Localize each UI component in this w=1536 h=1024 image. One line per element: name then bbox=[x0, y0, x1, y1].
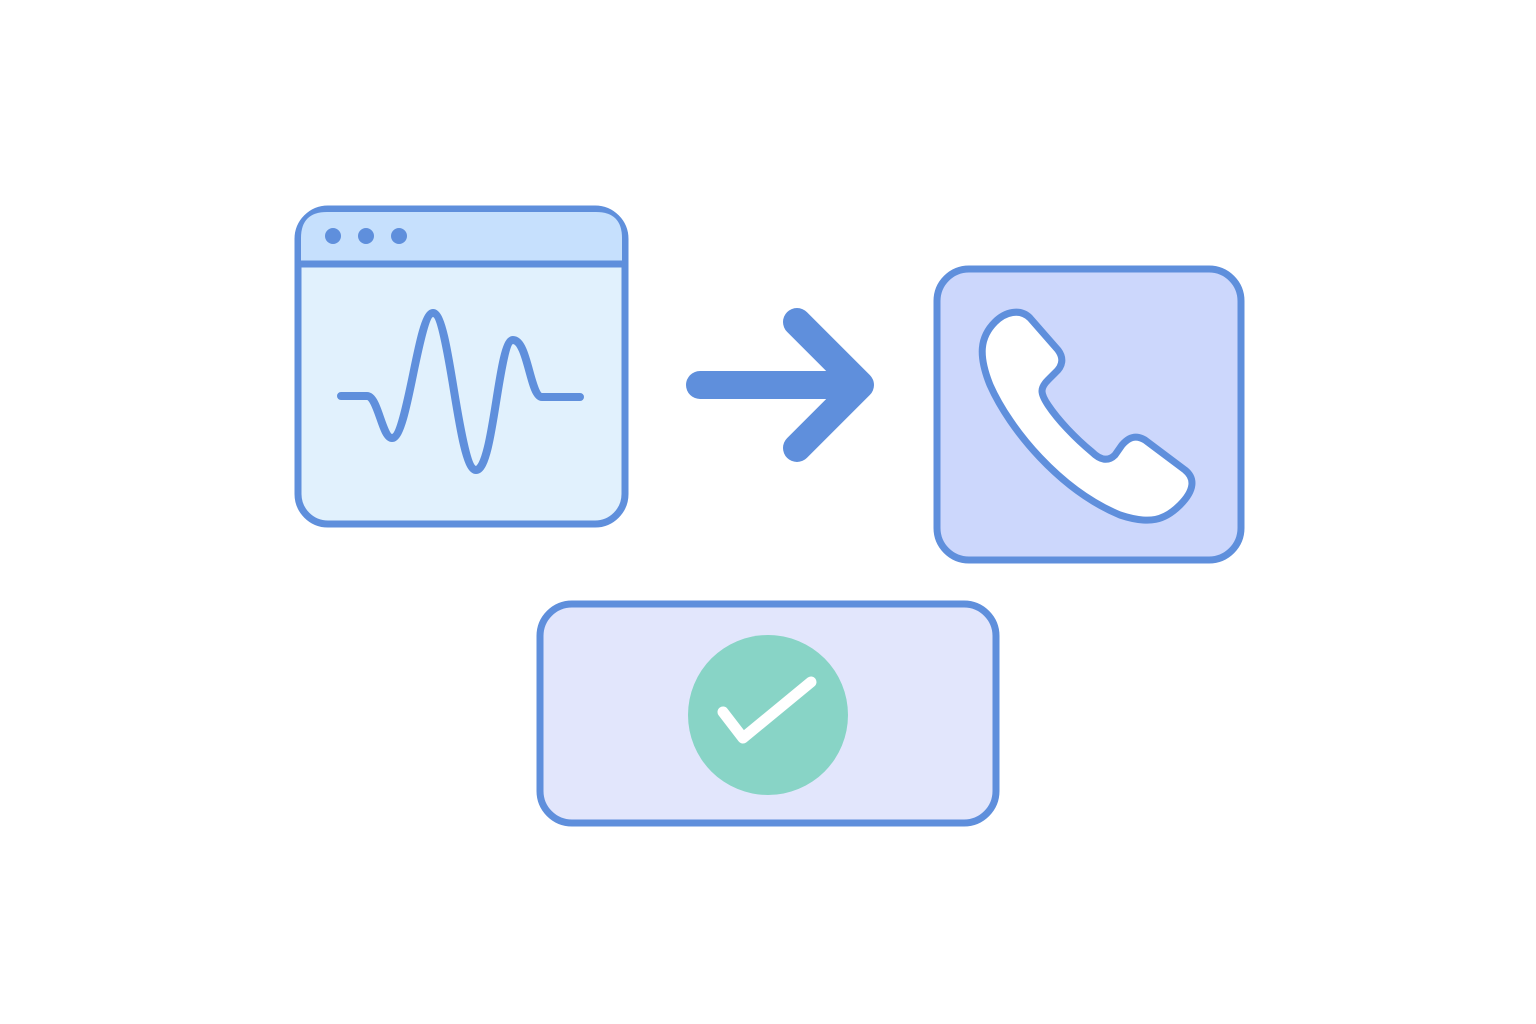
checkmark-icon bbox=[717, 676, 817, 744]
browser-window-body bbox=[294, 205, 629, 528]
phone-handset-icon bbox=[978, 308, 1196, 524]
browser-waveform-icon bbox=[294, 205, 629, 528]
browser-window-header bbox=[301, 212, 622, 262]
window-dot-icon bbox=[325, 228, 341, 244]
arrow-right-icon bbox=[686, 308, 874, 462]
phone-card bbox=[933, 265, 1245, 564]
audio-waveform-icon bbox=[337, 309, 584, 474]
window-dot-icon bbox=[391, 228, 407, 244]
window-dot-icon bbox=[358, 228, 374, 244]
success-card bbox=[536, 600, 1000, 827]
